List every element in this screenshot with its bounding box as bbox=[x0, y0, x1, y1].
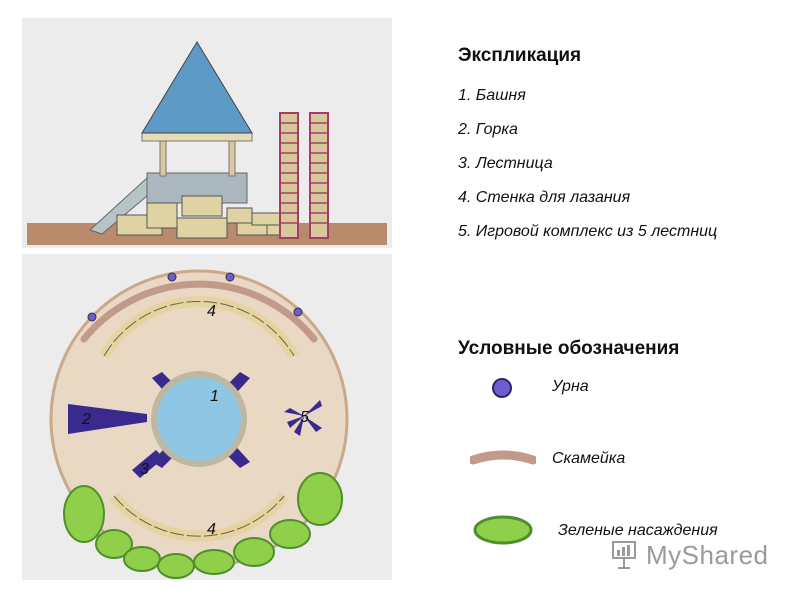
presentation-board-icon bbox=[612, 541, 636, 569]
label-wall-top: 4 bbox=[207, 303, 216, 320]
tower-roof bbox=[141, 41, 253, 134]
urn-icon bbox=[225, 272, 235, 282]
climbing-wall-ladders bbox=[279, 112, 329, 239]
legend-item-bench: Скамейка bbox=[458, 440, 788, 480]
urn-icon bbox=[87, 312, 97, 322]
elevation-drawing bbox=[27, 41, 387, 245]
legend-label-greenery: Зеленые насаждения bbox=[558, 522, 718, 539]
five-ladder-complex bbox=[284, 400, 322, 436]
list-item: 4. Стенка для лазания bbox=[458, 189, 631, 206]
explication-list: 1. Башня 2. Горка 3. Лестница 4. Стенка … bbox=[458, 79, 798, 249]
tower-plan bbox=[151, 371, 247, 467]
legend-item-urn: Урна bbox=[458, 370, 788, 410]
label-slide: 2 bbox=[81, 411, 91, 428]
list-item: 1. Башня bbox=[458, 87, 526, 104]
tower-post-right bbox=[228, 139, 236, 177]
plan-view: 1 2 3 4 4 5 bbox=[22, 254, 392, 580]
list-item: 2. Горка bbox=[458, 121, 518, 138]
plan-drawing: 1 2 3 4 4 5 bbox=[49, 269, 349, 579]
label-wall-bottom: 4 bbox=[207, 521, 216, 538]
ladder-plan bbox=[132, 450, 164, 478]
tower-post-left bbox=[159, 139, 167, 177]
urn-icon bbox=[492, 378, 512, 398]
roof-ledge bbox=[141, 132, 253, 142]
list-item: 5. Игровой комплекс из 5 лестниц bbox=[458, 223, 718, 240]
bench-icon bbox=[470, 450, 536, 465]
climbing-blocks bbox=[116, 195, 293, 239]
urn-icon bbox=[167, 272, 177, 282]
legend: Условные обозначения Урна Скамейка Зелен… bbox=[458, 338, 798, 545]
label-complex: 5 bbox=[300, 409, 309, 426]
bench-arc bbox=[80, 280, 318, 343]
legend-label-bench: Скамейка bbox=[552, 450, 626, 467]
explication-title: Экспликация bbox=[458, 45, 582, 66]
legend-label-urn: Урна bbox=[552, 378, 589, 395]
label-tower: 1 bbox=[210, 388, 219, 405]
greenery-icon bbox=[473, 515, 533, 545]
watermark: MyShared bbox=[610, 538, 768, 572]
list-item: 3. Лестница bbox=[458, 155, 553, 172]
slide-plan bbox=[68, 404, 147, 434]
legend-title: Условные обозначения bbox=[458, 338, 680, 359]
climbing-wall-bottom-segments bbox=[113, 495, 285, 537]
greenery bbox=[63, 472, 343, 579]
explication: Экспликация 1. Башня 2. Горка 3. Лестниц… bbox=[458, 45, 798, 249]
legend-item-greenery: Зеленые насаждения bbox=[458, 510, 788, 550]
climbing-wall-top-segments bbox=[103, 301, 295, 357]
watermark-text: MyShared bbox=[646, 540, 769, 570]
label-ladder: 3 bbox=[140, 461, 149, 478]
urn-icon bbox=[293, 307, 303, 317]
elevation-view bbox=[22, 18, 392, 248]
